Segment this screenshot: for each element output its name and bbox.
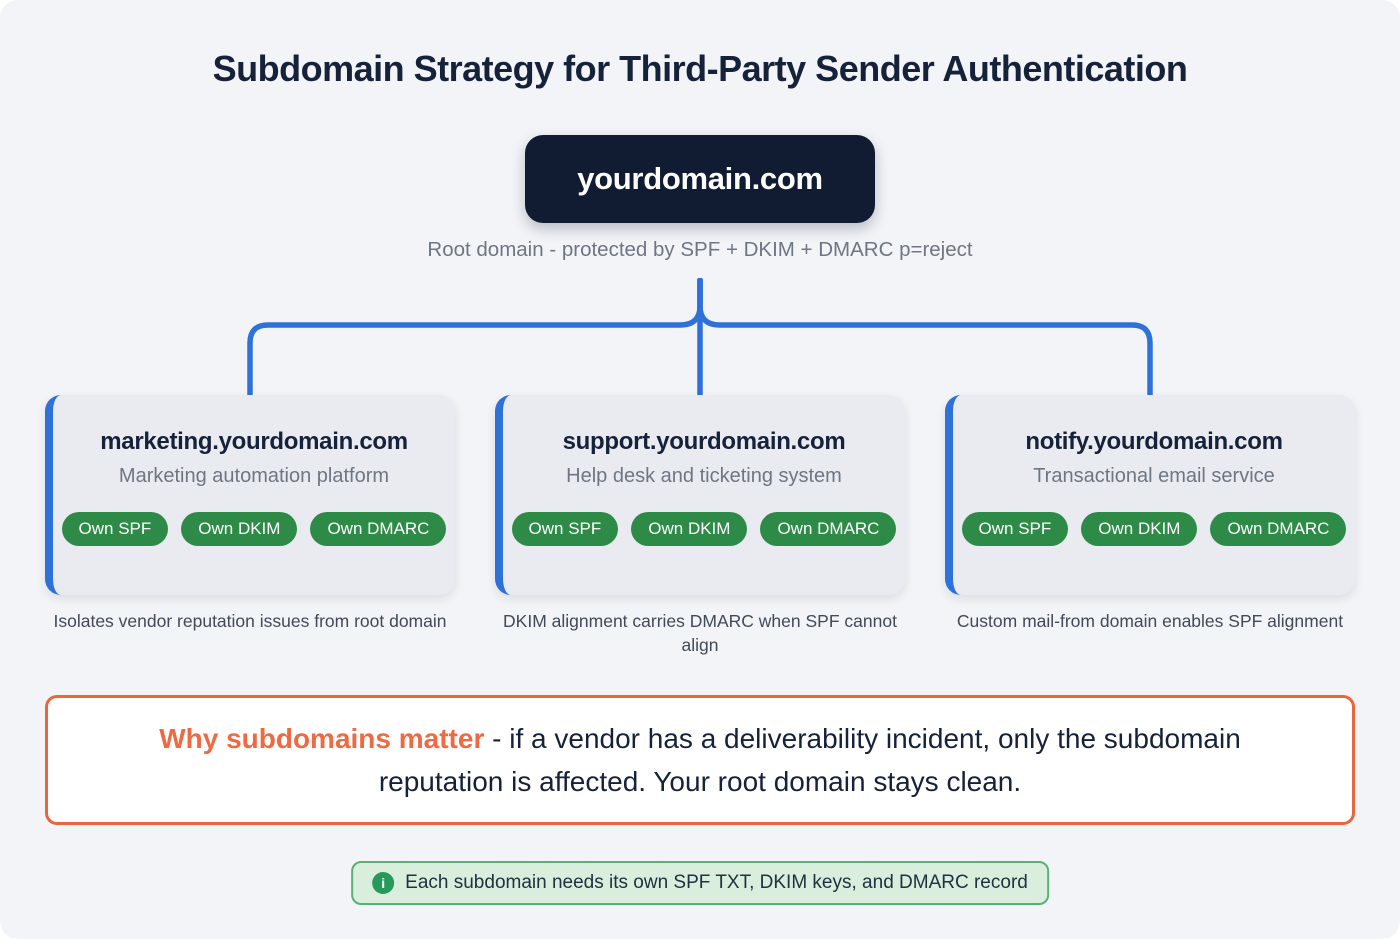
- root-domain-box: yourdomain.com: [525, 135, 875, 223]
- root-domain-caption: Root domain - protected by SPF + DKIM + …: [427, 238, 973, 261]
- badge-own-spf: Own SPF: [61, 512, 169, 546]
- subdomain-card-marketing: marketing.yourdomain.com Marketing autom…: [45, 395, 455, 595]
- subdomain-card-notify: notify.yourdomain.com Transactional emai…: [945, 395, 1355, 595]
- subdomain-description: Transactional email service: [1033, 465, 1275, 487]
- subdomain-card-support: support.yourdomain.com Help desk and tic…: [495, 395, 905, 595]
- badge-own-spf: Own SPF: [961, 512, 1069, 546]
- connector-right-branch: [697, 278, 1153, 396]
- subdomain-description: Marketing automation platform: [118, 465, 390, 487]
- subdomain-title: marketing.yourdomain.com: [100, 428, 408, 455]
- badge-own-dkim: Own DKIM: [631, 512, 748, 546]
- badge-own-dmarc: Own DMARC: [1210, 512, 1347, 546]
- callout-body: - if a vendor has a deliverability incid…: [378, 722, 1241, 797]
- subdomain-title: notify.yourdomain.com: [1025, 428, 1283, 455]
- info-icon: i: [372, 872, 395, 894]
- badge-own-dkim: Own DKIM: [1081, 512, 1198, 546]
- badge-row: Own SPF Own DKIM Own DMARC: [961, 512, 1347, 546]
- why-subdomains-callout: Why subdomains matter - if a vendor has …: [45, 695, 1355, 825]
- page-title: Subdomain Strategy for Third-Party Sende…: [212, 48, 1188, 89]
- badge-own-dkim: Own DKIM: [181, 512, 298, 546]
- subdomain-title: support.yourdomain.com: [562, 428, 846, 455]
- subdomain-note-marketing: Isolates vendor reputation issues from r…: [53, 611, 447, 631]
- callout-text: Why subdomains matter - if a vendor has …: [145, 717, 1255, 804]
- badge-own-spf: Own SPF: [511, 512, 619, 546]
- badge-row: Own SPF Own DKIM Own DMARC: [511, 512, 897, 546]
- connector-lines: [247, 278, 1153, 396]
- badge-own-dmarc: Own DMARC: [310, 512, 447, 546]
- callout-highlight: Why subdomains matter: [159, 722, 485, 754]
- subdomain-description: Help desk and ticketing system: [566, 465, 842, 487]
- badge-row: Own SPF Own DKIM Own DMARC: [61, 512, 447, 546]
- footnote-banner: i Each subdomain needs its own SPF TXT, …: [351, 861, 1049, 905]
- connector-left-branch: [247, 278, 703, 396]
- root-domain-label: yourdomain.com: [577, 161, 823, 196]
- footnote-text: Each subdomain needs its own SPF TXT, DK…: [405, 872, 1028, 893]
- subdomain-note-support: DKIM alignment carries DMARC when SPF ca…: [503, 611, 897, 656]
- subdomain-note-notify: Custom mail-from domain enables SPF alig…: [956, 611, 1344, 631]
- badge-own-dmarc: Own DMARC: [760, 512, 897, 546]
